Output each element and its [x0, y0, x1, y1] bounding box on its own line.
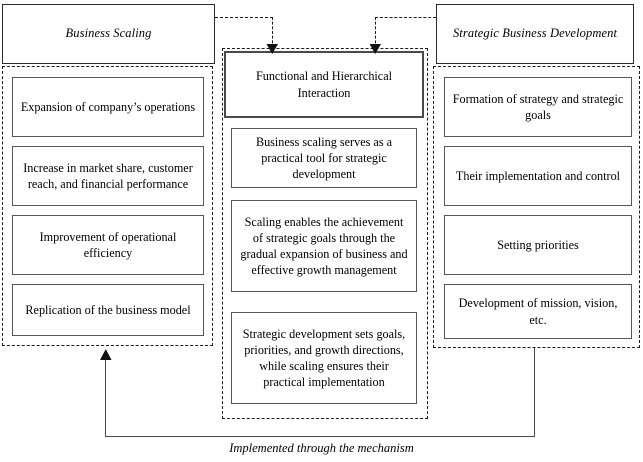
right-item-1-label: Formation of strategy and strategic goal…	[452, 91, 624, 122]
right-group-container	[433, 66, 640, 348]
center-item-2-label: Scaling enables the achievement of strat…	[240, 214, 408, 278]
feedback-right-vertical	[534, 348, 536, 437]
center-item-1-label: Business scaling serves as a practical t…	[255, 134, 393, 182]
feedback-bottom-horizontal	[106, 436, 535, 438]
right-to-center-dashed-horizontal	[375, 17, 436, 18]
left-item-3-label: Improvement of operational efficiency	[39, 229, 177, 260]
right-item-3: Setting priorities	[444, 215, 632, 275]
left-header-box: Business Scaling	[2, 4, 215, 64]
right-item-2: Their implementation and control	[444, 146, 632, 206]
right-to-center-dashed-vertical	[375, 17, 376, 48]
left-item-4-label: Replication of the business model	[25, 302, 191, 317]
center-header-label: Functional and Hierarchical Interaction	[255, 69, 393, 100]
left-to-center-dashed-horizontal	[215, 17, 273, 18]
center-item-3-label: Strategic development sets goals, priori…	[242, 326, 406, 390]
right-item-2-label: Their implementation and control	[455, 168, 621, 183]
center-item-2: Scaling enables the achievement of strat…	[231, 200, 417, 292]
right-item-4: Development of mission, vision, etc.	[444, 284, 632, 339]
right-item-3-label: Setting priorities	[497, 237, 579, 252]
left-group-container	[2, 66, 213, 346]
left-item-1: Expansion of company’s operations	[12, 77, 204, 137]
left-item-2-label: Increase in market share, customer reach…	[23, 160, 193, 191]
right-item-1: Formation of strategy and strategic goal…	[444, 77, 632, 137]
left-item-2: Increase in market share, customer reach…	[12, 146, 204, 206]
feedback-caption: Implemented through the mechanism	[229, 441, 414, 455]
center-group-container	[222, 48, 428, 419]
center-item-1: Business scaling serves as a practical t…	[231, 128, 417, 188]
center-header-box: Functional and Hierarchical Interaction	[224, 51, 424, 118]
right-header-label: Strategic Business Development	[452, 26, 618, 41]
left-item-4: Replication of the business model	[12, 284, 204, 336]
feedback-left-vertical	[105, 356, 107, 437]
left-to-center-dashed-vertical	[272, 17, 273, 48]
right-header-box: Strategic Business Development	[436, 4, 634, 64]
left-header-label: Business Scaling	[65, 26, 152, 41]
left-item-1-label: Expansion of company’s operations	[20, 99, 196, 114]
center-item-3: Strategic development sets goals, priori…	[231, 312, 417, 404]
left-item-3: Improvement of operational efficiency	[12, 215, 204, 275]
right-item-4-label: Development of mission, vision, etc.	[458, 296, 618, 327]
